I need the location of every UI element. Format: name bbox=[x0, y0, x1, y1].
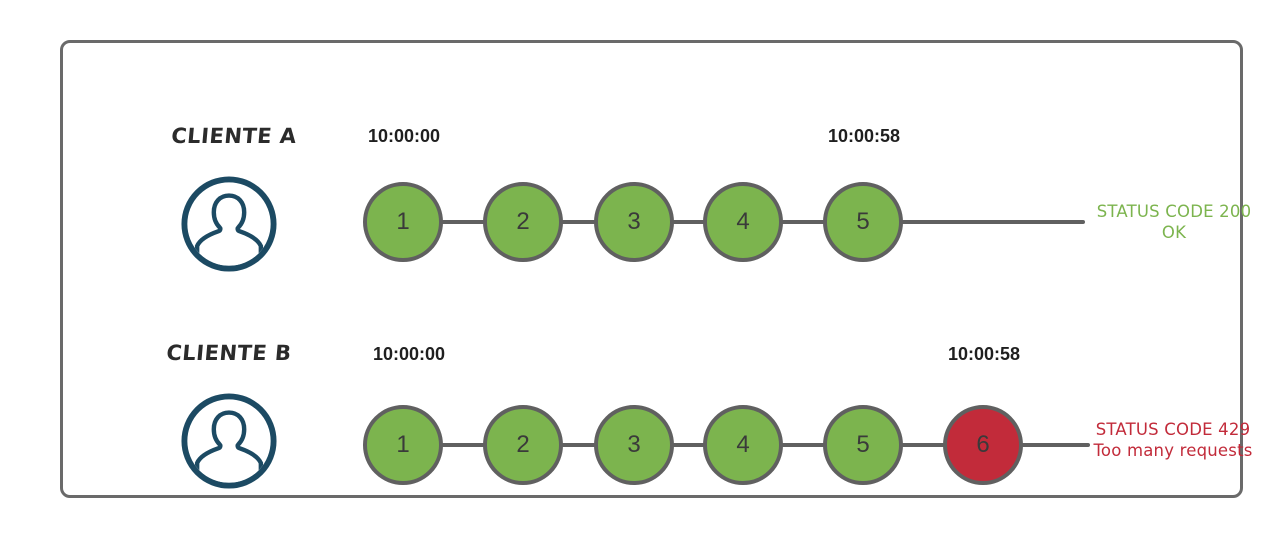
client-b-status-text: STATUS CODE 429 Too many requests bbox=[1087, 419, 1259, 461]
request-node-b2: 2 bbox=[483, 405, 563, 485]
status-message-line: OK bbox=[1161, 223, 1187, 242]
request-node-b6-blocked: 6 bbox=[943, 405, 1023, 485]
request-node-a5: 5 bbox=[823, 182, 903, 262]
request-node-a1: 1 bbox=[363, 182, 443, 262]
client-b-end-time: 10:00:58 bbox=[947, 344, 1021, 364]
request-number: 1 bbox=[396, 431, 410, 458]
client-a-end-time: 10:00:58 bbox=[827, 126, 901, 146]
client-a-avatar-icon bbox=[180, 175, 278, 273]
request-node-b1: 1 bbox=[363, 405, 443, 485]
request-number: 2 bbox=[516, 431, 530, 458]
request-number: 3 bbox=[627, 208, 641, 235]
request-node-a3: 3 bbox=[594, 182, 674, 262]
diagram-frame: CLIENTE A 10:00:00 10:00:58 1 2 3 4 5 ST bbox=[60, 40, 1252, 498]
client-a-start-time: 10:00:00 bbox=[367, 126, 441, 146]
request-node-a4: 4 bbox=[703, 182, 783, 262]
client-b-start-time: 10:00:00 bbox=[372, 344, 446, 364]
request-number: 5 bbox=[856, 208, 870, 235]
request-number: 3 bbox=[627, 431, 641, 458]
request-number: 1 bbox=[396, 208, 410, 235]
request-node-b3: 3 bbox=[594, 405, 674, 485]
client-a-label: CLIENTE A bbox=[170, 124, 298, 148]
request-node-b4: 4 bbox=[703, 405, 783, 485]
client-a-status-text: STATUS CODE 200 OK bbox=[1089, 201, 1259, 243]
request-number: 5 bbox=[856, 431, 870, 458]
request-number: 4 bbox=[736, 431, 750, 458]
request-node-b5: 5 bbox=[823, 405, 903, 485]
status-message-line: Too many requests bbox=[1093, 441, 1253, 460]
client-b-avatar-icon bbox=[180, 392, 278, 490]
request-node-a2: 2 bbox=[483, 182, 563, 262]
request-number: 2 bbox=[516, 208, 530, 235]
request-number: 6 bbox=[976, 431, 990, 458]
status-code-line: STATUS CODE 429 bbox=[1095, 420, 1251, 439]
request-number: 4 bbox=[736, 208, 750, 235]
client-b-label: CLIENTE B bbox=[165, 341, 293, 365]
status-code-line: STATUS CODE 200 bbox=[1096, 202, 1252, 221]
